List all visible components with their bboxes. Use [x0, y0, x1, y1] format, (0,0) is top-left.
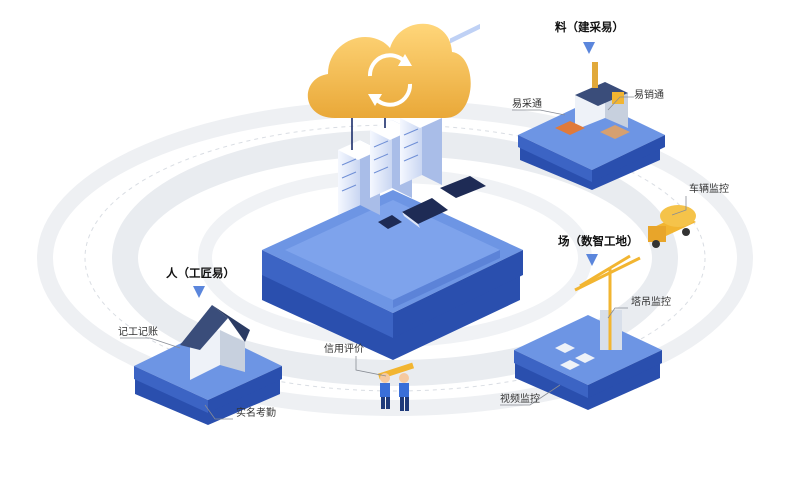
feature-label-work-accounting: 记工记账 [118, 327, 158, 338]
people-platform [134, 305, 282, 425]
feature-label-crane-monitoring: 塔吊监控 [631, 297, 671, 308]
credit-label: 信用评价 [324, 344, 364, 355]
feature-label-vehicle-monitoring: 车辆监控 [689, 184, 729, 195]
tower-crane [574, 254, 641, 350]
materials-title: 料（建采易） [555, 20, 624, 34]
callout-lines [120, 96, 687, 420]
central-platform [262, 23, 523, 360]
site-title: 场（数智工地） [558, 234, 639, 248]
people-title: 人（工匠易） [166, 266, 235, 280]
site-platform [514, 310, 662, 410]
cloud-icon [307, 23, 471, 118]
mixer-truck [648, 205, 696, 248]
feature-label-attendance: 实名考勤 [236, 408, 276, 419]
feature-label-yicaitong: 易采通 [512, 99, 542, 110]
materials-platform [518, 62, 665, 190]
location-pin-icon [193, 42, 598, 298]
feature-label-yixiaotong: 易销通 [634, 90, 664, 101]
worker-figures [377, 362, 415, 411]
server-racks [338, 108, 442, 215]
feature-label-video-monitoring: 视频监控 [500, 394, 540, 405]
